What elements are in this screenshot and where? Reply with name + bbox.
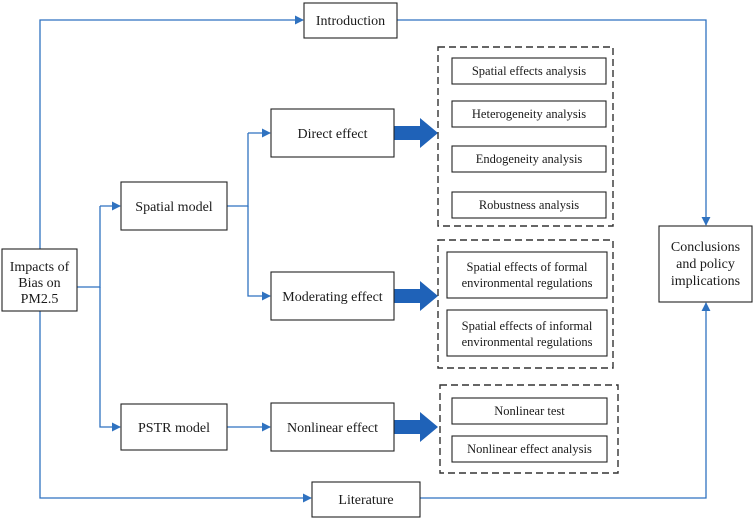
- direct-item-heterogeneity: Heterogeneity analysis: [451, 100, 607, 128]
- moderating-item-informal: Spatial effects of informal environmenta…: [446, 309, 608, 357]
- node-introduction: Introduction: [303, 2, 398, 39]
- node-direct-effect-label: Direct effect: [297, 127, 367, 142]
- node-direct-effect: Direct effect: [270, 108, 395, 158]
- block-arrow-direct: [394, 118, 438, 148]
- node-moderating-effect: Moderating effect: [270, 271, 395, 321]
- direct-item-spatial-effects-label: Spatial effects analysis: [472, 64, 586, 78]
- node-literature-label: Literature: [338, 493, 393, 508]
- node-conclusions-line-2: and policy: [676, 257, 735, 272]
- direct-item-spatial-effects: Spatial effects analysis: [451, 57, 607, 85]
- moderating-item-formal: Spatial effects of formal environmental …: [446, 251, 608, 299]
- direct-item-robustness-label: Robustness analysis: [479, 198, 579, 212]
- direct-item-endogeneity-label: Endogeneity analysis: [476, 152, 583, 166]
- direct-item-endogeneity: Endogeneity analysis: [451, 145, 607, 173]
- connector-spatial-moderating: [247, 206, 271, 301]
- nonlinear-item-analysis: Nonlinear effect analysis: [451, 435, 608, 463]
- moderating-item-informal-line-1: Spatial effects of informal: [462, 319, 593, 333]
- node-pstr-model: PSTR model: [120, 403, 228, 451]
- node-literature: Literature: [311, 481, 421, 518]
- node-nonlinear-effect-label: Nonlinear effect: [287, 421, 378, 436]
- connector-literature-conclusions: [420, 302, 711, 499]
- node-pstr-model-label: PSTR model: [138, 421, 210, 436]
- node-introduction-label: Introduction: [316, 14, 385, 29]
- connector-impacts-introduction: [39, 15, 304, 249]
- block-arrows: [394, 118, 438, 442]
- connector-branch-pstr: [99, 287, 121, 432]
- connector-spatial-branch: [227, 133, 249, 207]
- connector-introduction-conclusions: [397, 19, 711, 226]
- nonlinear-item-test: Nonlinear test: [451, 397, 608, 425]
- connector-impacts-branch: [77, 206, 101, 288]
- node-conclusions-line-3: implications: [671, 274, 740, 289]
- moderating-item-formal-line-2: environmental regulations: [462, 276, 593, 290]
- nonlinear-item-analysis-label: Nonlinear effect analysis: [467, 442, 592, 456]
- node-spatial-model: Spatial model: [120, 181, 228, 231]
- direct-item-robustness: Robustness analysis: [451, 191, 607, 219]
- node-impacts-line-3: PM2.5: [21, 292, 59, 307]
- node-nonlinear-effect: Nonlinear effect: [270, 402, 395, 452]
- direct-item-heterogeneity-label: Heterogeneity analysis: [472, 107, 586, 121]
- group-frame-nonlinear: [439, 384, 619, 474]
- moderating-item-formal-line-1: Spatial effects of formal: [467, 260, 588, 274]
- connectors: [39, 15, 711, 503]
- node-moderating-effect-label: Moderating effect: [282, 290, 383, 305]
- node-spatial-model-label: Spatial model: [135, 200, 212, 215]
- group-frame-moderating: [437, 239, 614, 369]
- block-arrow-nonlinear: [394, 412, 438, 442]
- block-arrow-moderating: [394, 281, 438, 311]
- moderating-item-informal-line-2: environmental regulations: [462, 335, 593, 349]
- node-impacts-line-1: Impacts of: [10, 260, 70, 275]
- node-conclusions: Conclusions and policy implications: [658, 225, 753, 303]
- node-impacts-line-2: Bias on: [18, 276, 60, 291]
- connector-impacts-literature: [39, 311, 312, 503]
- node-impacts: Impacts of Bias on PM2.5: [1, 248, 78, 312]
- node-conclusions-line-1: Conclusions: [671, 240, 740, 255]
- nonlinear-item-test-label: Nonlinear test: [494, 404, 565, 418]
- group-frame-direct: [437, 46, 614, 227]
